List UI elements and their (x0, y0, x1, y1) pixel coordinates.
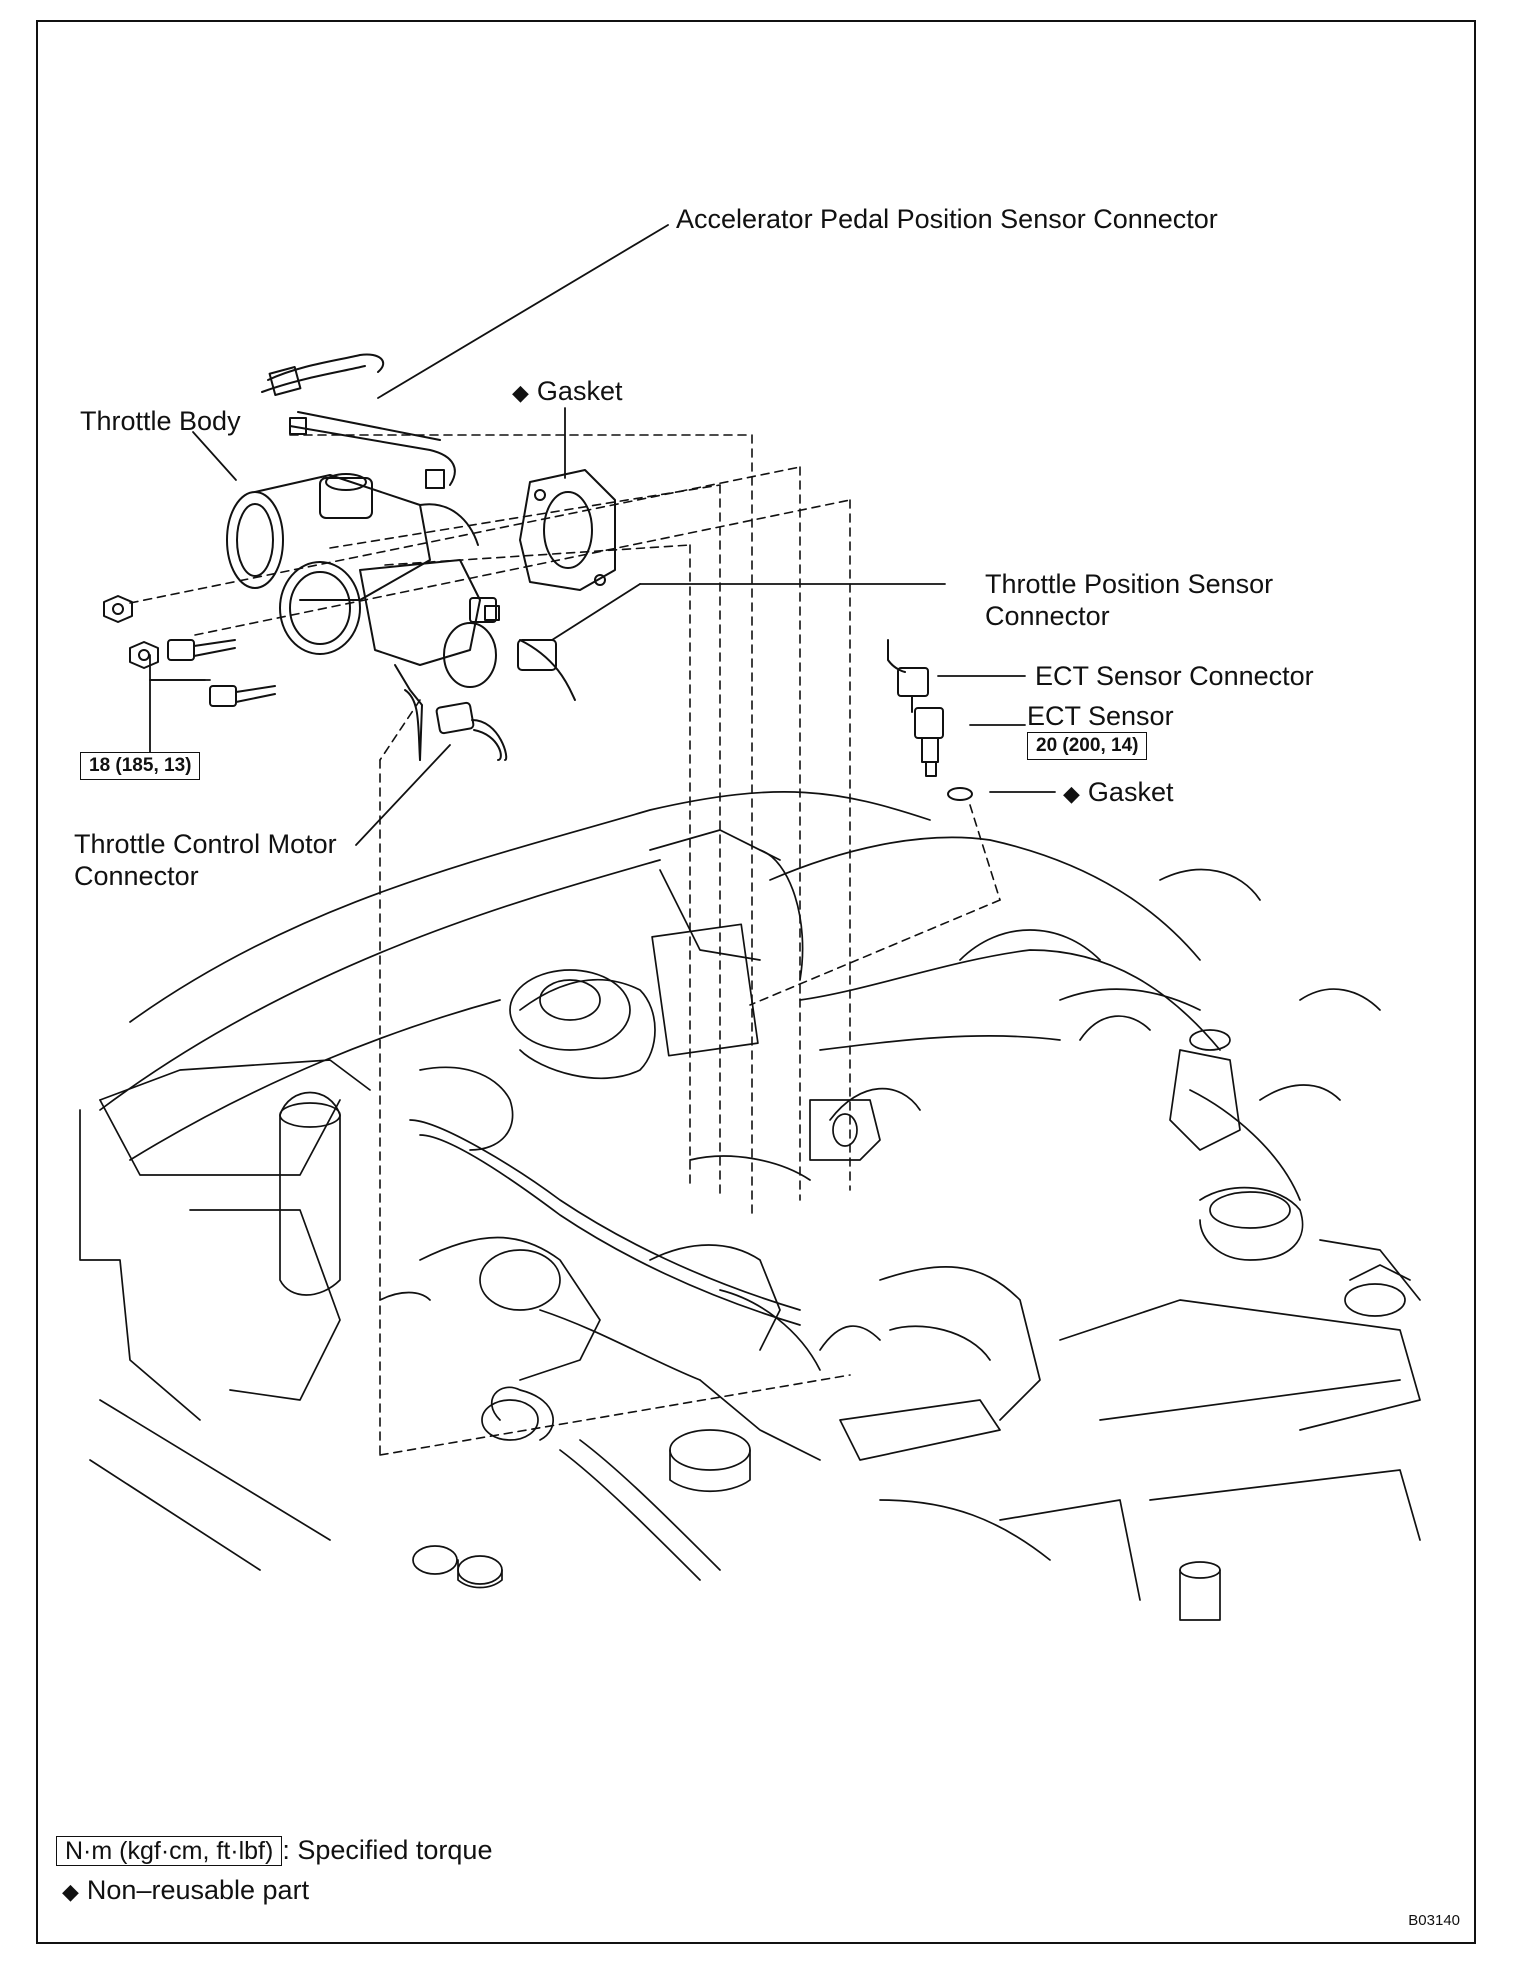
fasteners (103, 595, 276, 707)
figure-border (36, 20, 1476, 1944)
label-throttle-body: Throttle Body (80, 406, 241, 436)
throttle-gasket (519, 469, 616, 591)
gasket-top-text: Gasket (536, 376, 623, 406)
legend-torque: N·m (kgf·cm, ft·lbf): Specified torque (56, 1834, 492, 1867)
gasket-ect-text: Gasket (1087, 777, 1174, 807)
alignment-dashes (129, 434, 1001, 1456)
leader-lines (149, 224, 1056, 846)
figure-code: B03140 (1408, 1912, 1460, 1929)
legend-nonreusable-text: Non–reusable part (86, 1875, 310, 1905)
torque-ect-sensor: 20 (200, 14) (1027, 732, 1148, 760)
throttle-body-assembly (226, 353, 576, 761)
label-tps-connector-2: Connector (985, 601, 1110, 631)
engine-bay (79, 791, 1421, 1621)
nonreusable-diamond-icon: ◆ (62, 1879, 79, 1904)
legend-torque-unit: N·m (kgf·cm, ft·lbf) (56, 1836, 283, 1866)
label-ect-connector: ECT Sensor Connector (1035, 661, 1314, 691)
legend-torque-desc: : Specified torque (282, 1835, 493, 1865)
ect-sensor-parts (887, 639, 973, 801)
label-gasket-top: ◆ Gasket (512, 375, 622, 409)
nonreusable-diamond-icon: ◆ (512, 380, 529, 405)
label-ect-sensor: ECT Sensor (1027, 701, 1174, 731)
label-motor-connector-2: Connector (74, 861, 199, 891)
label-gasket-ect: ◆ Gasket (1063, 776, 1173, 810)
legend-nonreusable: ◆ Non–reusable part (62, 1874, 309, 1908)
label-tps-connector-1: Throttle Position Sensor (985, 569, 1274, 599)
label-accelerator-connector: Accelerator Pedal Position Sensor Connec… (676, 204, 1218, 234)
torque-throttle-body: 18 (185, 13) (80, 752, 201, 780)
label-motor-connector-1: Throttle Control Motor (74, 829, 337, 859)
nonreusable-diamond-icon: ◆ (1063, 781, 1080, 806)
